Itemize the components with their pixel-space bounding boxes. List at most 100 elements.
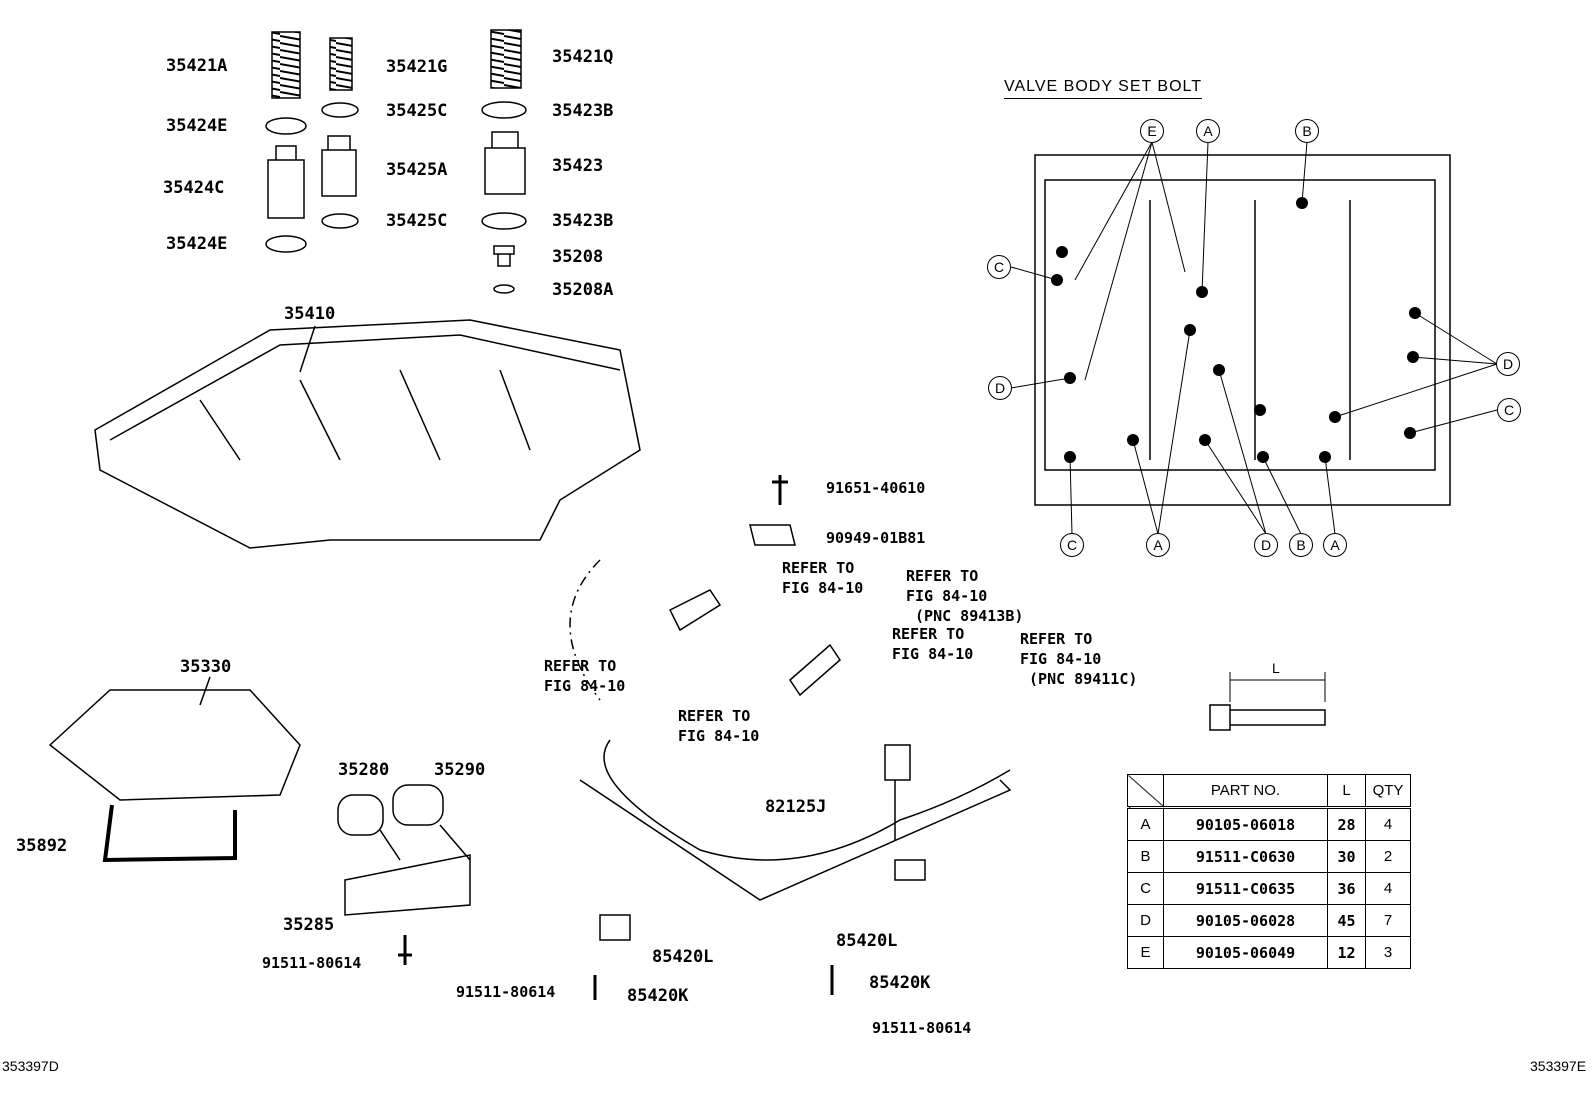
o-ring <box>321 213 359 229</box>
part-label: 82125J <box>765 797 827 817</box>
spring-35421A <box>271 31 301 99</box>
table-header-row: PART NO. L QTY <box>1127 774 1411 809</box>
part-label: 85420L <box>652 947 714 967</box>
part-label: 35423 <box>552 156 604 176</box>
part-label: 35424C <box>163 178 225 198</box>
part-label: 35208 <box>552 247 604 267</box>
row-key: D <box>1127 904 1164 937</box>
part-label: 90949-01B81 <box>826 529 926 547</box>
sleeve-35423 <box>484 131 526 195</box>
sleeve-35425A <box>321 135 357 197</box>
row-l: 45 <box>1327 904 1366 937</box>
row-part-no: 91511-C0635 <box>1163 872 1328 905</box>
figure-code-right: 353397E <box>1530 1058 1587 1074</box>
connector-82125J <box>884 744 911 840</box>
part-label: 35424E <box>166 234 228 254</box>
callout-c: C <box>1497 398 1521 422</box>
bolt-drawing <box>1209 704 1326 731</box>
row-qty: 4 <box>1365 807 1411 841</box>
row-key: A <box>1127 807 1164 841</box>
part-label: 35892 <box>16 836 68 856</box>
callout-a: A <box>1146 533 1170 557</box>
refer-label: REFER TO FIG 84-10 (PNC 89413B) <box>906 567 1024 625</box>
callout-a: A <box>1196 119 1220 143</box>
valve-body-35410 <box>94 319 641 549</box>
part-label: 35285 <box>283 915 335 935</box>
row-part-no: 90105-06049 <box>1163 936 1328 969</box>
part-label: 35290 <box>434 760 486 780</box>
part-label: 35280 <box>338 760 390 780</box>
part-label: 91511-80614 <box>456 983 556 1001</box>
part-label: 35423B <box>552 101 614 121</box>
solenoid-35280 <box>337 794 384 836</box>
valve-body-plan <box>1034 154 1451 506</box>
row-part-no: 90105-06028 <box>1163 904 1328 937</box>
header-part-no: PART NO. <box>1163 774 1328 809</box>
callout-b: B <box>1289 533 1313 557</box>
part-label: 35425A <box>386 160 448 180</box>
figure-code-left: 353397D <box>2 1058 59 1074</box>
callout-c: C <box>987 255 1011 279</box>
row-part-no: 90105-06018 <box>1163 807 1328 841</box>
row-l: 36 <box>1327 872 1366 905</box>
part-label: 35423B <box>552 211 614 231</box>
sleeve-35424C <box>267 145 305 219</box>
callout-c: C <box>1060 533 1084 557</box>
row-qty: 3 <box>1365 936 1411 969</box>
row-qty: 7 <box>1365 904 1411 937</box>
o-ring <box>481 212 527 230</box>
row-part-no: 91511-C0630 <box>1163 840 1328 873</box>
part-label: 85420K <box>627 986 689 1006</box>
o-ring <box>493 284 515 294</box>
clamp-90949-01B81 <box>749 524 796 546</box>
part-label: 35208A <box>552 280 614 300</box>
o-ring <box>265 117 307 135</box>
callout-d: D <box>1496 352 1520 376</box>
tube-35892 <box>102 804 237 863</box>
spring-35421Q <box>490 29 522 89</box>
part-label: 35421Q <box>552 47 614 67</box>
part-label: 85420L <box>836 931 898 951</box>
row-key: E <box>1127 936 1164 969</box>
part-label: 85420K <box>869 973 931 993</box>
callout-e: E <box>1140 119 1164 143</box>
row-qty: 2 <box>1365 840 1411 873</box>
o-ring <box>321 102 359 118</box>
part-label: 91511-80614 <box>262 954 362 972</box>
refer-label: REFER TO FIG 84-10 <box>678 707 760 745</box>
solenoid-35290 <box>392 784 444 826</box>
row-l: 30 <box>1327 840 1366 873</box>
header-l: L <box>1327 774 1366 809</box>
spring-35421G <box>329 37 353 91</box>
plug-35208 <box>493 245 515 267</box>
part-label: 35410 <box>284 304 336 324</box>
row-key: C <box>1127 872 1164 905</box>
part-label: 35330 <box>180 657 232 677</box>
part-label: 35425C <box>386 211 448 231</box>
callout-d: D <box>988 376 1012 400</box>
part-label: 35425C <box>386 101 448 121</box>
row-key: B <box>1127 840 1164 873</box>
bracket-35285 <box>344 854 471 916</box>
row-l: 28 <box>1327 807 1366 841</box>
refer-label: REFER TO FIG 84-10 (PNC 89411C) <box>1020 630 1138 688</box>
refer-label: REFER TO FIG 84-10 <box>782 559 864 597</box>
part-label: 35421G <box>386 57 448 77</box>
callout-b: B <box>1295 119 1319 143</box>
refer-label: REFER TO FIG 84-10 <box>544 657 626 695</box>
callout-a: A <box>1323 533 1347 557</box>
part-label: 91651-40610 <box>826 479 926 497</box>
o-ring <box>265 235 307 253</box>
oil-strainer-35330 <box>48 689 301 801</box>
part-label: 35424E <box>166 116 228 136</box>
callout-d: D <box>1254 533 1278 557</box>
refer-label: REFER TO FIG 84-10 <box>892 625 974 663</box>
part-label: 35421A <box>166 56 228 76</box>
header-qty: QTY <box>1365 774 1411 809</box>
row-l: 12 <box>1327 936 1366 969</box>
o-ring <box>481 101 527 119</box>
